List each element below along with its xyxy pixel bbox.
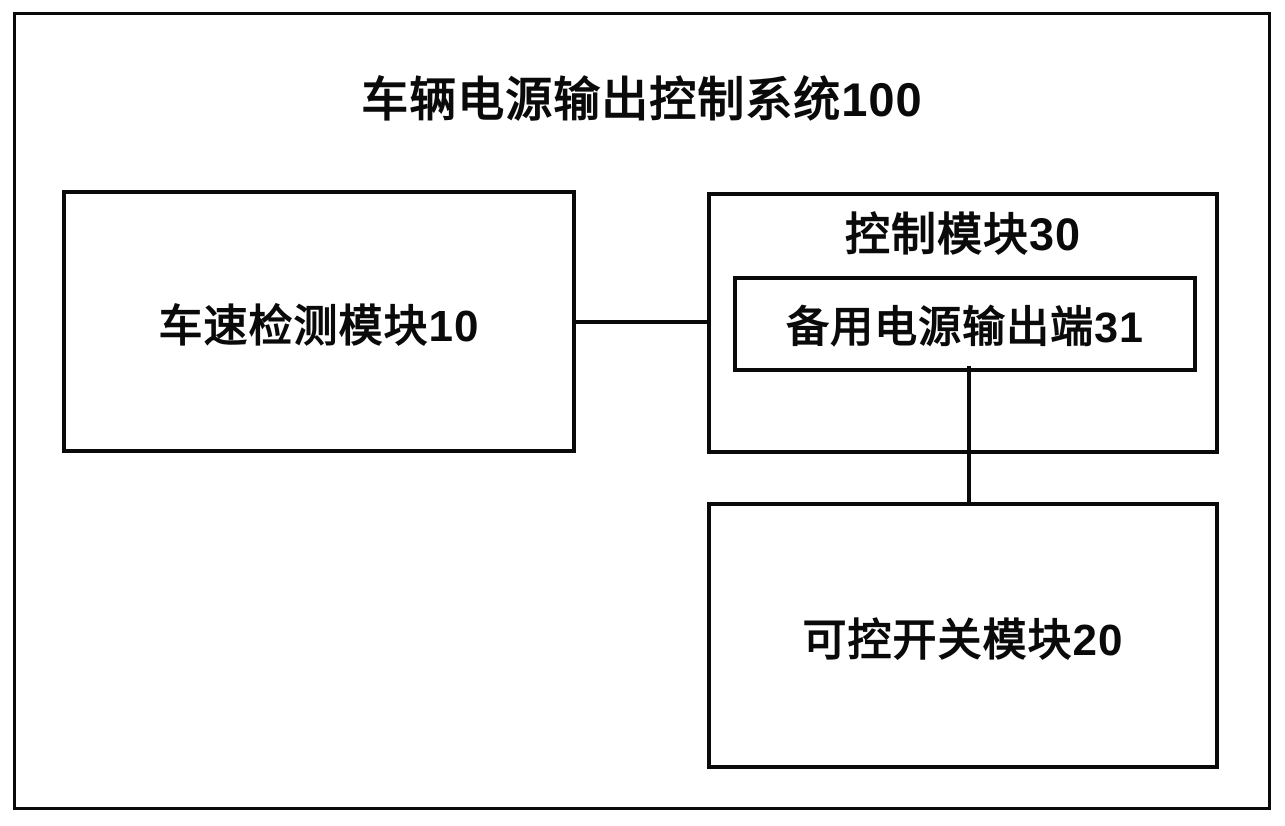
speed-detection-module-label: 车速检测模块10: [158, 301, 480, 351]
backup-power-output-terminal-label: 备用电源输出端31: [786, 304, 1144, 352]
block-control-module: 控制模块30 备用电源输出端31: [707, 192, 1219, 454]
block-speed-detection-module: 车速检测模块10: [62, 190, 576, 453]
block-controllable-switch-module: 可控开关模块20: [707, 502, 1219, 769]
system-boundary-box: [13, 12, 1271, 810]
connector-backup-output-to-switch: [967, 366, 971, 504]
control-module-label: 控制模块30: [844, 209, 1082, 260]
diagram-title: 车辆电源输出控制系统100: [361, 73, 923, 126]
controllable-switch-module-label: 可控开关模块20: [802, 615, 1124, 665]
connector-speed-detection-to-control: [575, 320, 709, 324]
block-backup-power-output-terminal: 备用电源输出端31: [733, 276, 1197, 372]
